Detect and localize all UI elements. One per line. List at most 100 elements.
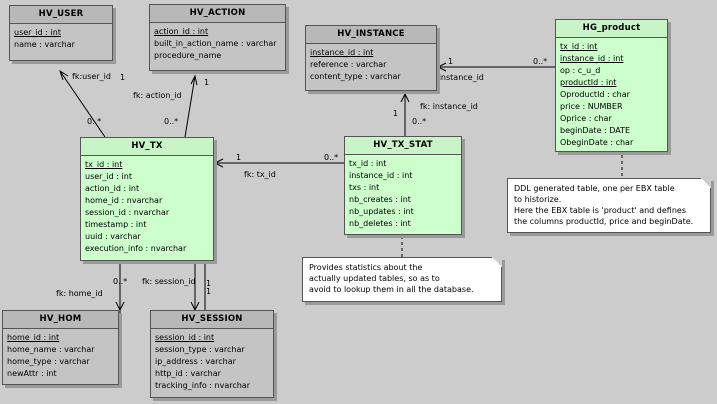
- mult-session-1a: 1: [206, 279, 211, 288]
- note-ebx-table[interactable]: DDL generated table, one per EBX table to…: [507, 178, 711, 233]
- mult-instance2-n: 0..*: [412, 117, 426, 126]
- fk-label-tx: fk: tx_id: [244, 170, 276, 179]
- mult-action-n: 0..*: [164, 117, 178, 126]
- class-hg-product[interactable]: HG_product tx_id : int instance_id : int o…: [555, 19, 668, 152]
- note-line: Here the EBX table is 'product' and defi…: [514, 206, 686, 215]
- arrowhead: [400, 92, 410, 103]
- mult-home-n: 0..*: [113, 277, 127, 286]
- mult-tx-1: 1: [236, 153, 241, 162]
- attribute-row: execution_info : nvarchar: [85, 244, 187, 253]
- attribute-row: action_id : int: [154, 27, 209, 36]
- attribute-row: built_in_action_name : varchar: [154, 39, 277, 48]
- class-hv-action[interactable]: HV_ACTION action_id : int built_in_action…: [149, 4, 286, 71]
- class-title: HG_product: [556, 20, 667, 38]
- attribute-row: timestamp : int: [85, 220, 147, 229]
- mult-action-1: 1: [204, 78, 209, 87]
- attribute-row: instance_id : int: [310, 48, 374, 57]
- attribute-row: Oprice : char: [560, 114, 612, 123]
- attribute-row: session_type : varchar: [155, 345, 245, 354]
- attribute-row: productId : int: [560, 78, 617, 87]
- class-title: HV_INSTANCE: [306, 26, 436, 44]
- note-line: DDL generated table, one per EBX table: [514, 184, 675, 193]
- attribute-row: user_id : int: [85, 172, 132, 181]
- attribute-row: home_id : nvarchar: [85, 196, 163, 205]
- attribute-row: beginDate : DATE: [560, 126, 631, 135]
- mult-user-1: 1: [120, 73, 125, 82]
- attribute-row: nb_updates : int: [349, 207, 414, 216]
- arrowhead: [436, 62, 447, 72]
- mult-instance2-1: 1: [393, 109, 398, 118]
- attribute-row: home_type : varchar: [7, 357, 90, 366]
- note-line: avoid to lookup them in all the database…: [309, 285, 474, 294]
- class-hv-instance[interactable]: HV_INSTANCE instance_id : int reference :…: [305, 25, 437, 91]
- attribute-row: tx_id : int: [560, 42, 598, 51]
- fk-label-action: fk: action_id: [133, 91, 182, 100]
- attribute-row: tracking_info : nvarchar: [155, 381, 250, 390]
- attribute-row: newAttr : int: [7, 369, 57, 378]
- attribute-row: session_id : int: [155, 333, 215, 342]
- arrowhead: [190, 74, 198, 86]
- attribute-row: name : varchar: [14, 40, 75, 49]
- note-line: the columns productId, price and beginDa…: [514, 217, 694, 226]
- class-title: HV_TX_STAT: [345, 137, 461, 155]
- note-fold-corner: [492, 257, 502, 267]
- attribute-list: instance_id : int reference : varchar cont…: [306, 44, 436, 85]
- assoc-tx-user[interactable]: [59, 70, 106, 138]
- fk-label-instance-right: fk: instance_id: [426, 73, 484, 82]
- class-title: HV_ACTION: [150, 5, 285, 23]
- attribute-row: ip_address : varchar: [155, 357, 236, 366]
- note-fold-corner: [701, 178, 711, 188]
- attribute-list: user_id : int name : varchar: [10, 24, 112, 53]
- mult-instance-1: 1: [448, 57, 453, 66]
- note-line: actually updated tables, so as to: [309, 274, 440, 283]
- attribute-row: content_type : varchar: [310, 72, 401, 81]
- class-hv-session[interactable]: HV_SESSION session_id : int session_type …: [150, 310, 274, 398]
- attribute-row: nb_creates : int: [349, 195, 411, 204]
- attribute-list: home_id : int home_name : varchar home_typ…: [3, 329, 118, 382]
- arrowhead: [59, 69, 69, 81]
- attribute-row: ObeginDate : char: [560, 138, 634, 147]
- attribute-row: op : c_u_d: [560, 66, 601, 75]
- attribute-row: reference : varchar: [310, 60, 387, 69]
- assoc-tx-action[interactable]: [184, 75, 196, 138]
- mult-instance-n: 0..*: [533, 57, 547, 66]
- note-line: to historize.: [514, 195, 562, 204]
- attribute-row: procedure_name: [154, 51, 222, 60]
- attribute-row: nb_deletes : int: [349, 219, 411, 228]
- fk-label-home: fk: home_id: [56, 289, 103, 298]
- attribute-row: user_id : int: [14, 28, 61, 37]
- note-line: Provides statistics about the: [309, 263, 423, 272]
- attribute-row: home_name : varchar: [7, 345, 95, 354]
- attribute-row: instance_id : int: [560, 54, 624, 63]
- attribute-row: session_id : nvarchar: [85, 208, 170, 217]
- attribute-row: OproductId : char: [560, 90, 630, 99]
- fk-label-session: fk: session_id: [142, 277, 196, 286]
- note-statistics[interactable]: Provides statistics about the actually up…: [302, 257, 502, 302]
- attribute-list: tx_id : int instance_id : int txs : int nb_…: [345, 155, 461, 232]
- attribute-row: action_id : int: [85, 184, 140, 193]
- class-title: HV_SESSION: [151, 311, 273, 329]
- fk-label-user: fk:user_id: [72, 72, 111, 81]
- attribute-row: instance_id : int: [349, 171, 413, 180]
- class-title: HV_USER: [10, 6, 112, 24]
- attribute-row: uuid : varchar: [85, 232, 141, 241]
- mult-session-1b: 1: [206, 287, 211, 296]
- attribute-row: home_id : int: [7, 333, 60, 342]
- fk-label-instance-down: fk: instance_id: [420, 102, 478, 111]
- attribute-list: action_id : int built_in_action_name : va…: [150, 23, 285, 64]
- attribute-list: session_id : int session_type : varchar ip…: [151, 329, 273, 394]
- attribute-row: price : NUMBER: [560, 102, 623, 111]
- class-title: HV_HOM: [3, 311, 118, 329]
- arrowhead: [213, 158, 224, 168]
- attribute-row: tx_id : int: [349, 159, 387, 168]
- class-title: HV_TX: [81, 138, 213, 156]
- attribute-row: txs : int: [349, 183, 380, 192]
- class-hv-user[interactable]: HV_USER user_id : int name : varchar: [9, 5, 113, 61]
- mult-user-n: 0..*: [87, 117, 101, 126]
